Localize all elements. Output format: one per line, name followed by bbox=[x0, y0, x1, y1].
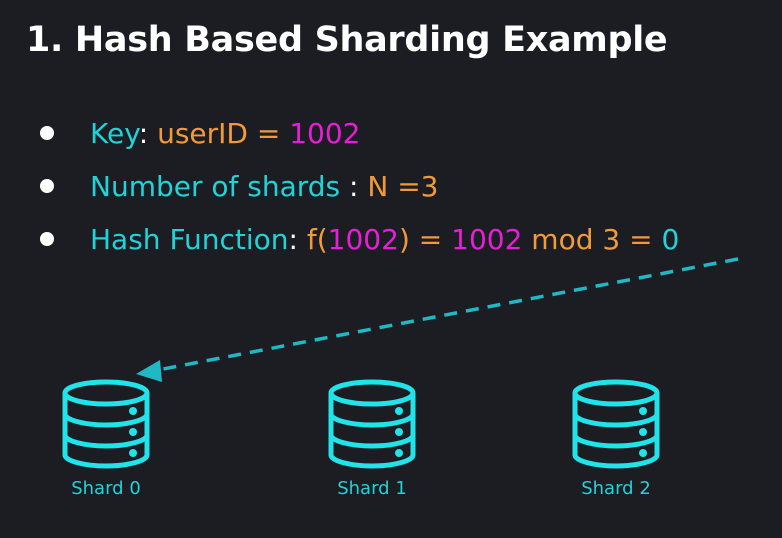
slide-title: 1. Hash Based Sharding Example bbox=[26, 20, 668, 60]
shard-count-value: N =3 bbox=[367, 170, 439, 203]
arrow-line bbox=[157, 257, 739, 372]
shard-2: Shard 2 bbox=[561, 378, 671, 499]
hash-fn-close: ) = bbox=[398, 223, 452, 256]
bullet-dot bbox=[40, 126, 54, 140]
bullet-separator: : bbox=[288, 223, 307, 256]
database-icon bbox=[572, 379, 660, 469]
bullet-term: Number of shards bbox=[90, 170, 341, 203]
shard-label: Shard 2 bbox=[581, 478, 651, 499]
bullet-shard-count: Number of shards : N =3 bbox=[40, 163, 679, 216]
arrow-head bbox=[136, 360, 162, 382]
shard-0: Shard 0 bbox=[51, 378, 161, 499]
shard-label: Shard 0 bbox=[71, 478, 141, 499]
bullet-term: Hash Function bbox=[90, 223, 289, 256]
hash-fn-result: 0 bbox=[661, 223, 680, 256]
bullet-separator: : bbox=[138, 117, 158, 150]
bullet-dot bbox=[40, 232, 54, 246]
key-value: 1002 bbox=[289, 117, 361, 150]
bullet-separator: : bbox=[340, 170, 368, 203]
database-icon bbox=[328, 379, 416, 469]
database-icon bbox=[62, 379, 150, 469]
hash-fn-mod: mod 3 = bbox=[522, 223, 662, 256]
bullet-key: Key: userID = 1002 bbox=[40, 110, 679, 163]
hash-fn-open: f( bbox=[306, 223, 328, 256]
bullet-hash-function: Hash Function: f(1002) = 1002 mod 3 = 0 bbox=[40, 216, 679, 269]
hash-fn-dividend: 1002 bbox=[451, 223, 523, 256]
bullet-dot bbox=[40, 179, 54, 193]
key-name: userID = bbox=[157, 117, 290, 150]
shard-label: Shard 1 bbox=[337, 478, 407, 499]
bullet-term: Key bbox=[90, 117, 139, 150]
bullet-list: Key: userID = 1002 Number of shards : N … bbox=[40, 110, 679, 269]
shard-1: Shard 1 bbox=[317, 378, 427, 499]
hash-fn-arg: 1002 bbox=[327, 223, 399, 256]
